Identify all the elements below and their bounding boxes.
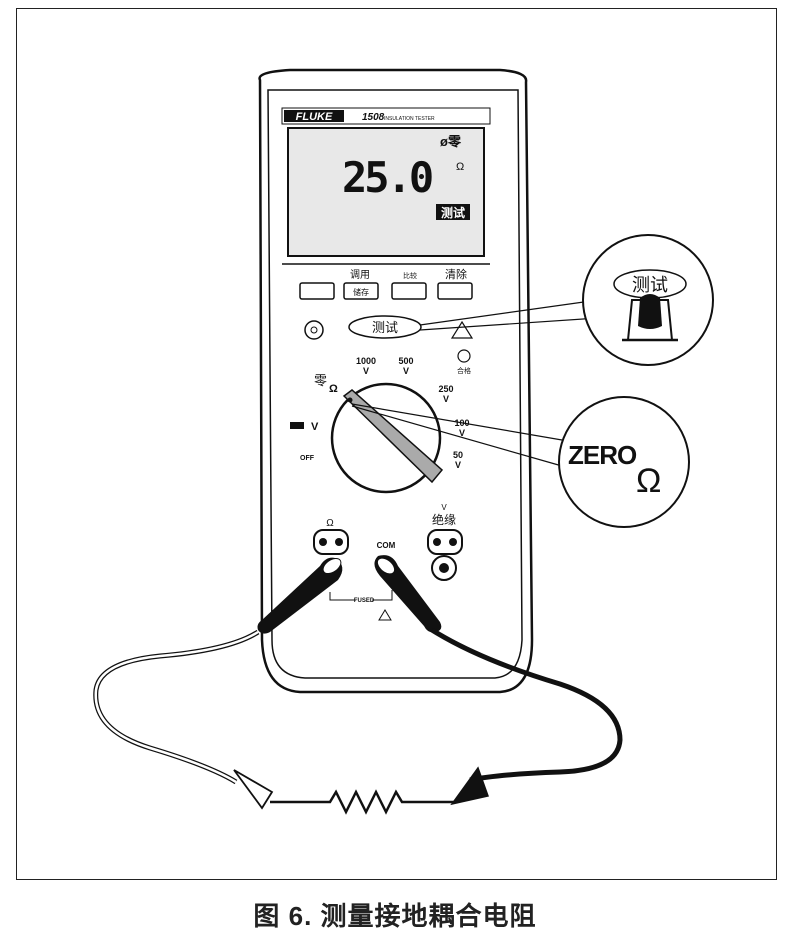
lcd-screen bbox=[287, 127, 485, 257]
dial-v: V bbox=[311, 421, 319, 433]
dial-1000-v: V bbox=[363, 366, 369, 376]
battery-icon bbox=[290, 422, 304, 429]
jack-insulation[interactable] bbox=[427, 529, 463, 581]
pass-led-icon bbox=[457, 349, 471, 363]
display-test: 测试 bbox=[441, 205, 465, 220]
btn-label-recall: 调用 bbox=[350, 269, 370, 281]
dial-omega: Ω bbox=[329, 383, 338, 395]
dial-1000: 1000 bbox=[356, 356, 376, 366]
callout-test-label: 测试 bbox=[632, 275, 668, 295]
dial-50-v: V bbox=[455, 460, 461, 470]
jack-insulation-label: 绝缘 bbox=[432, 512, 456, 527]
test-button[interactable] bbox=[348, 315, 422, 339]
btn-label-store: 储存 bbox=[353, 287, 369, 297]
dial-50: 50 bbox=[453, 450, 463, 460]
fused-label: FUSED bbox=[354, 598, 375, 604]
probe-red-plug[interactable] bbox=[257, 555, 344, 634]
callout-zero-omega: Ω bbox=[636, 462, 661, 500]
dial-pointer bbox=[342, 389, 444, 484]
arrow-left bbox=[233, 769, 274, 810]
resistor-symbol bbox=[270, 789, 458, 815]
callout-zero-text: ZERO bbox=[568, 440, 637, 470]
callout-test: 测试 bbox=[419, 234, 714, 366]
callout-zero: ZERO Ω bbox=[351, 396, 690, 528]
jack-com-label: COM bbox=[377, 541, 396, 550]
button-clear[interactable] bbox=[437, 282, 473, 300]
pass-label: 合格 bbox=[457, 366, 471, 375]
jack-ohm[interactable] bbox=[313, 529, 349, 555]
arrow-right bbox=[450, 766, 489, 806]
jack-v-label: V bbox=[441, 503, 447, 512]
btn-label-clear: 清除 bbox=[445, 267, 467, 281]
dial-250: 250 bbox=[438, 384, 453, 394]
display-unit: Ω bbox=[456, 161, 464, 173]
model-label: 1508 bbox=[362, 112, 385, 123]
dial-off: OFF bbox=[300, 455, 315, 462]
figure-frame bbox=[16, 8, 777, 880]
dial-zero: 零 bbox=[314, 373, 327, 388]
probe-black-plug[interactable] bbox=[374, 555, 442, 633]
button-compare[interactable] bbox=[391, 282, 427, 300]
jack-ohm-label: Ω bbox=[326, 518, 334, 529]
model-caption: INSULATION TESTER bbox=[384, 116, 435, 122]
brand-label: FLUKE bbox=[296, 111, 333, 123]
dial-500-v: V bbox=[403, 366, 409, 376]
display-zero: ø零 bbox=[440, 134, 462, 149]
wire-black bbox=[430, 627, 623, 783]
dial-250-v: V bbox=[443, 394, 449, 404]
button-1[interactable] bbox=[299, 282, 335, 300]
button-store[interactable] bbox=[343, 282, 379, 300]
dial-100-v: V bbox=[459, 428, 465, 438]
warning-icon bbox=[450, 320, 474, 339]
backlight-icon[interactable] bbox=[304, 320, 324, 340]
jack-warning-icon bbox=[378, 609, 392, 621]
display-reading: 25.0 bbox=[342, 153, 432, 202]
test-button-label: 测试 bbox=[372, 320, 398, 335]
btn-label-compare: 比较 bbox=[403, 271, 417, 280]
figure-caption: 图 6. 测量接地耦合电阻 bbox=[253, 901, 537, 931]
dial-500: 500 bbox=[398, 356, 413, 366]
